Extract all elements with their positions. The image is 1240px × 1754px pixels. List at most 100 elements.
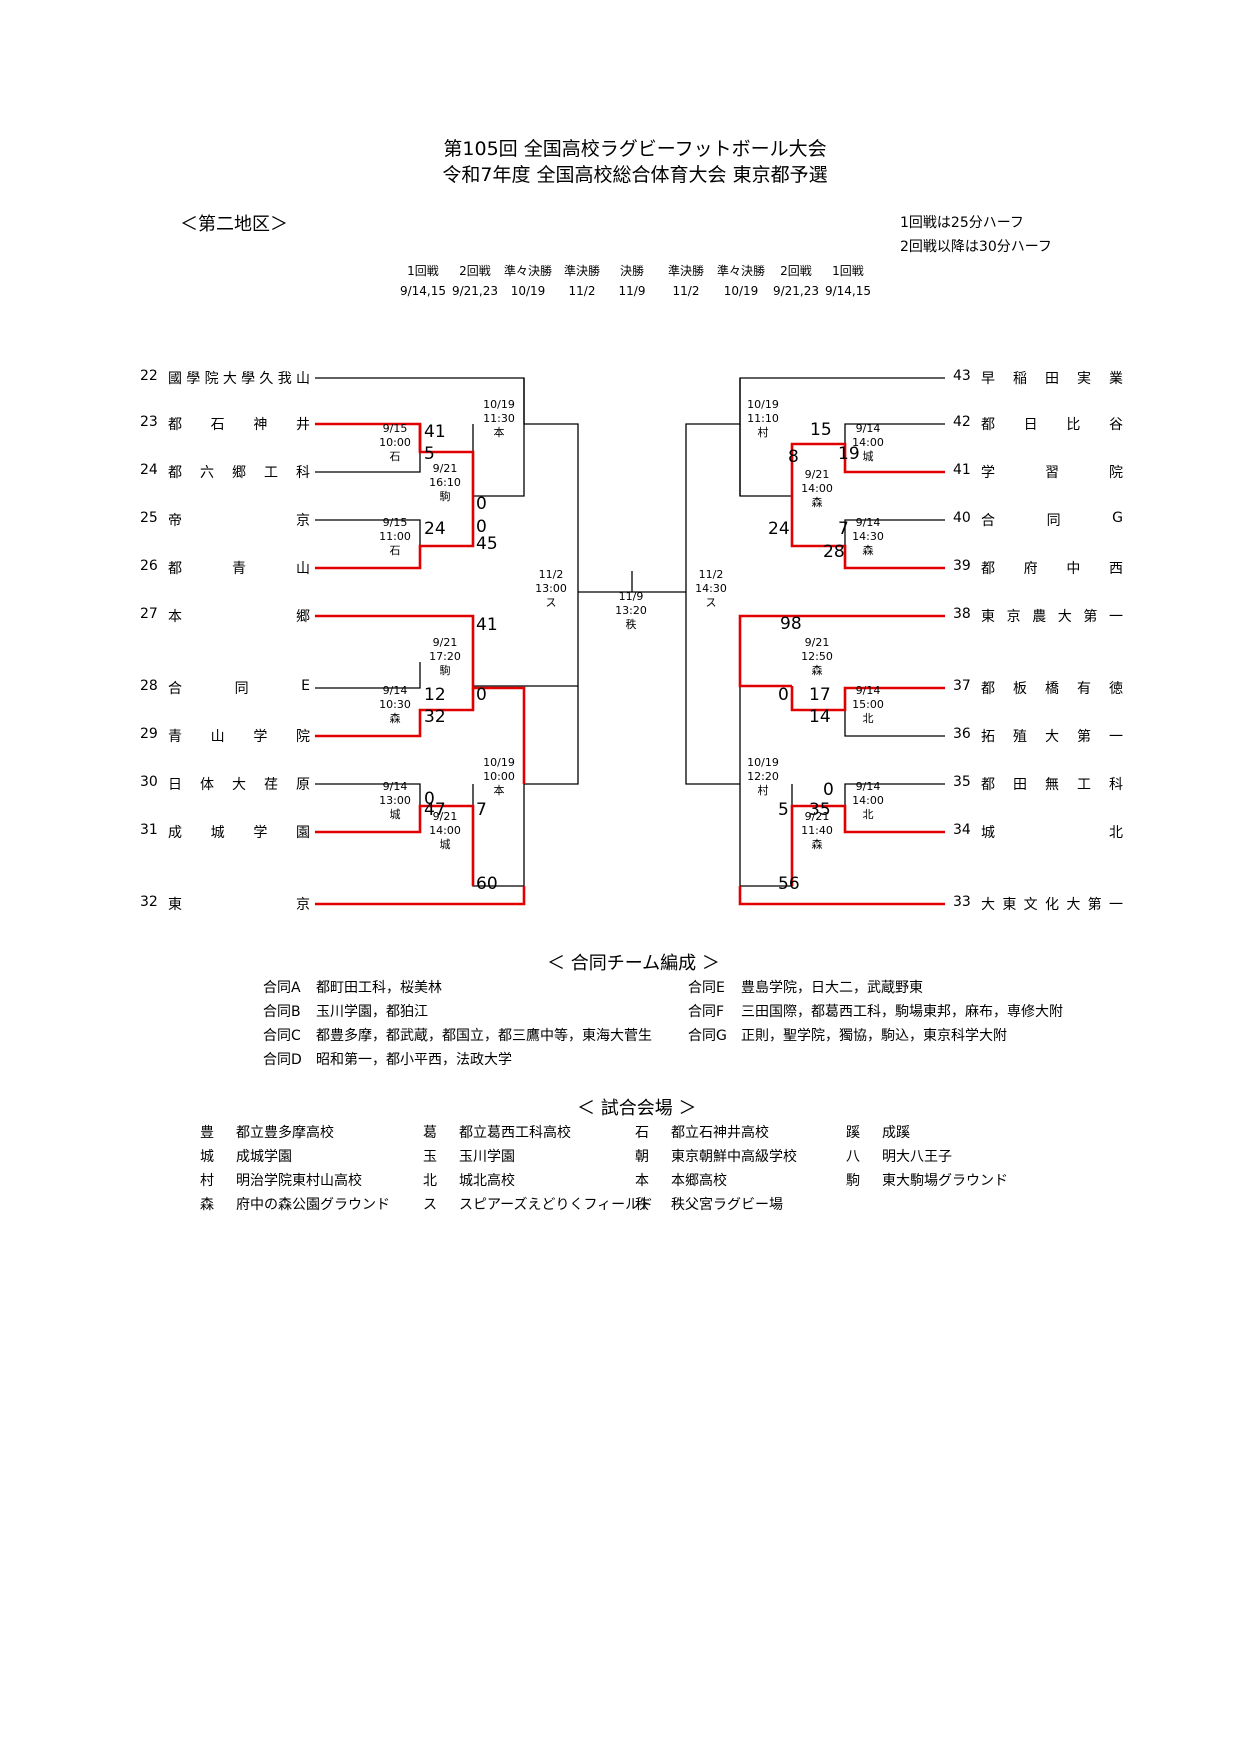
venue-abbr: ス bbox=[423, 1197, 437, 1213]
venue-abbr: 葛 bbox=[423, 1125, 437, 1141]
team-name-char: 工 bbox=[264, 465, 278, 481]
match-date: 9/15 bbox=[382, 422, 408, 435]
team-name: 日体大荏原 bbox=[168, 774, 310, 794]
team-name: 都石神井 bbox=[168, 414, 310, 434]
team-name-char: 習 bbox=[1045, 465, 1059, 481]
match-time: 11:10 bbox=[747, 412, 779, 425]
venue-name: 都立葛西工科高校 bbox=[459, 1125, 571, 1141]
team-name-char: 院 bbox=[204, 371, 219, 387]
venue-name: 本郷高校 bbox=[671, 1173, 727, 1189]
team-name-char: 京 bbox=[296, 897, 310, 913]
team-number: 25 bbox=[140, 510, 158, 526]
joint-members: 玉川学園，都狛江 bbox=[316, 1004, 428, 1020]
team-number: 36 bbox=[953, 726, 971, 742]
team-name-char: 郷 bbox=[296, 609, 310, 625]
team-name-char: 院 bbox=[1109, 465, 1123, 481]
match-time: 13:00 bbox=[379, 794, 411, 807]
team-name-char: 有 bbox=[1077, 681, 1091, 697]
match-date: 11/2 bbox=[698, 568, 724, 581]
score-value: 7 bbox=[476, 800, 487, 820]
match-venue: 北 bbox=[862, 808, 874, 821]
round-date: 9/14,15 bbox=[824, 284, 872, 298]
team-name-char: 院 bbox=[295, 729, 310, 745]
match-time: 14:00 bbox=[801, 482, 833, 495]
team-name-char: 学 bbox=[253, 729, 268, 745]
venue-abbr: 石 bbox=[635, 1125, 649, 1141]
team-name-char: 体 bbox=[200, 777, 214, 793]
match-time: 14:30 bbox=[852, 530, 884, 543]
match-venue: 森 bbox=[811, 664, 823, 677]
venue-name: 都立豊多摩高校 bbox=[236, 1125, 334, 1141]
score-value: 8 bbox=[788, 447, 799, 467]
match-date: 11/2 bbox=[538, 568, 564, 581]
match-time: 14:30 bbox=[695, 582, 727, 595]
score-value: 5 bbox=[424, 444, 435, 464]
team-name-char: 業 bbox=[1109, 371, 1123, 387]
team-name-char: 學 bbox=[186, 371, 201, 387]
match-date: 9/14 bbox=[855, 422, 881, 435]
venues-heading: ＜ 試合会場 ＞ bbox=[577, 1098, 697, 1119]
team-number: 24 bbox=[140, 462, 158, 478]
team-name-char: 六 bbox=[200, 465, 214, 481]
match-time: 17:20 bbox=[429, 650, 461, 663]
score-value: 0 bbox=[424, 789, 435, 809]
joint-members: 都豊多摩，都武蔵，都国立，都三鷹中等，東海大菅生 bbox=[316, 1028, 652, 1044]
venue-abbr: 蹊 bbox=[846, 1125, 860, 1141]
match-time: 14:00 bbox=[429, 824, 461, 837]
joint-members: 三田国際，都葛西工科，駒場東邦，麻布，専修大附 bbox=[741, 1004, 1063, 1020]
score-value: 32 bbox=[424, 707, 446, 727]
joint-members: 昭和第一，都小平西，法政大学 bbox=[316, 1052, 512, 1068]
team-name-char: 原 bbox=[296, 777, 310, 793]
match-venue: 駒 bbox=[439, 664, 451, 677]
match-date: 9/14 bbox=[855, 684, 881, 697]
venue-name: 城北高校 bbox=[459, 1173, 515, 1189]
team-name-char: 大 bbox=[1066, 897, 1081, 913]
venue-abbr: 朝 bbox=[635, 1149, 649, 1165]
team-name-char: 稲 bbox=[1013, 371, 1027, 387]
score-value: 12 bbox=[424, 685, 446, 705]
match-venue: 村 bbox=[757, 784, 769, 797]
team-name-char: 青 bbox=[232, 561, 246, 577]
joint-label: 合同C bbox=[263, 1028, 301, 1044]
team-name-char: 同 bbox=[234, 681, 249, 697]
venue-abbr: 駒 bbox=[846, 1173, 860, 1189]
match-time: 14:00 bbox=[852, 436, 884, 449]
team-name: 都日比谷 bbox=[981, 414, 1123, 434]
team-name-char: 國 bbox=[168, 371, 182, 387]
match-time: 10:00 bbox=[483, 770, 515, 783]
team-name: 都板橋有徳 bbox=[981, 678, 1123, 698]
joint-label: 合同G bbox=[688, 1028, 727, 1044]
team-name-char: 学 bbox=[253, 825, 268, 841]
team-name-char: 都 bbox=[168, 561, 182, 577]
team-name-char: 大 bbox=[232, 777, 246, 793]
match-time: 11:30 bbox=[483, 412, 515, 425]
score-value: 60 bbox=[476, 874, 498, 894]
team-name-char: 田 bbox=[1045, 371, 1059, 387]
team-name-char: 日 bbox=[168, 777, 182, 793]
round-name: 準々決勝 bbox=[716, 264, 765, 278]
team-name-char: 谷 bbox=[1108, 417, 1123, 433]
team-number: 35 bbox=[953, 774, 971, 790]
team-name: 成城学園 bbox=[168, 822, 310, 842]
round-name: 準決勝 bbox=[667, 264, 704, 278]
match-date: 10/19 bbox=[747, 398, 779, 411]
match-venue: 城 bbox=[439, 838, 451, 851]
team-number: 23 bbox=[140, 414, 158, 430]
score-value: 19 bbox=[838, 444, 860, 464]
team-name-char: 日 bbox=[1023, 417, 1038, 433]
score-value: 0 bbox=[476, 494, 487, 514]
score-value: 41 bbox=[424, 422, 446, 442]
